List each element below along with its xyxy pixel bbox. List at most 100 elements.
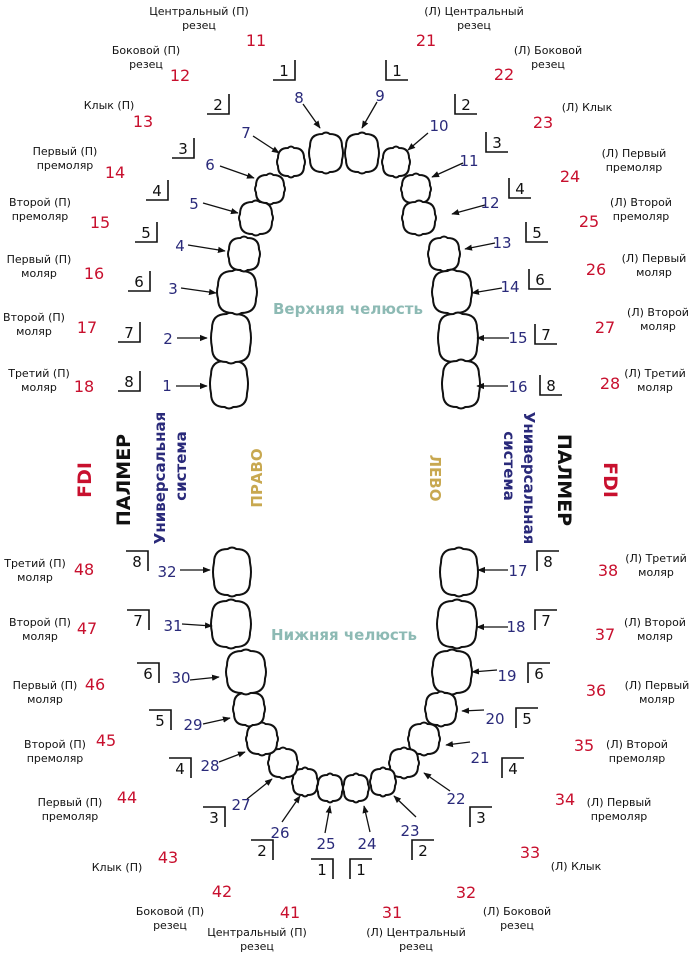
tooth-12-palmer-number: 4 [515,180,525,198]
tooth-23-pointer-arrow [393,795,417,818]
tooth-25-name-line: Центральный (П) [207,926,307,939]
tooth-28-universal-number: 28 [200,757,219,775]
tooth-23-fdi-number: 32 [456,883,476,902]
tooth-8-palmer-number: 1 [279,62,289,80]
tooth-9-pointer-arrow [361,101,378,129]
tooth-26-name-line: Боковой (П) [136,905,204,918]
tooth-6-crown [254,172,286,206]
tooth-28-name: Первый (П)премоляр [38,796,103,823]
tooth-32-palmer-bracket [126,550,149,571]
tooth-26-fdi-number: 42 [212,882,232,901]
tooth-16-name-line: (Л) Третий [624,367,686,380]
tooth-14-name-line: моляр [636,266,672,279]
tooth-27-crown [267,746,299,780]
tooth-20-name-line: премоляр [609,752,666,765]
tooth-14-palmer-bracket [528,269,551,290]
tooth-20-name-line: (Л) Второй [606,738,668,751]
fdi-label-left: FDI [599,462,621,498]
tooth-27-name: Клык (П) [92,861,143,874]
tooth-26-crown [291,766,319,798]
tooth-1-crown [209,358,249,410]
tooth-1-universal-number: 1 [162,377,172,395]
tooth-10-palmer-number: 2 [461,96,471,114]
tooth-2-palmer-bracket [118,322,141,343]
tooth-13-name-line: премоляр [613,210,670,223]
tooth-31-pointer-arrow [181,622,213,629]
tooth-12-name-line: (Л) Первый [602,147,667,160]
tooth-32-crown [212,546,252,598]
tooth-16-fdi-number: 28 [600,374,620,393]
tooth-15-crown [437,311,479,365]
tooth-4-name: Второй (П)премоляр [9,196,71,223]
tooth-11-crown [400,172,432,206]
tooth-30-pointer-arrow [189,674,220,681]
tooth-10-fdi-number: 22 [494,65,514,84]
tooth-30-palmer-bracket [137,662,160,683]
tooth-22-name-line: (Л) Клык [551,860,602,873]
upper-jaw-label: Верхняя челюсть [273,300,423,318]
tooth-15-palmer-number: 7 [541,326,551,344]
universal-label-right-line2: система [172,431,190,501]
tooth-24-crown [342,772,370,804]
tooth-21-palmer-bracket [501,757,524,778]
tooth-3-universal-number: 3 [168,280,178,298]
tooth-8-pointer-arrow [302,103,321,129]
tooth-12-name-line: премоляр [606,161,663,174]
tooth-25-palmer-number: 1 [317,861,327,879]
tooth-7-palmer-bracket [207,94,230,115]
tooth-19-name-line: моляр [639,693,675,706]
tooth-19-crown [431,648,473,696]
tooth-25-crown [316,772,344,804]
tooth-16-palmer-number: 8 [546,377,556,395]
tooth-19-name-line: (Л) Первый [625,679,690,692]
tooth-3-name: Первый (П)моляр [7,253,72,280]
tooth-9-palmer-bracket [385,60,408,81]
tooth-19-fdi-number: 36 [586,681,606,700]
tooth-27-palmer-number: 3 [209,809,219,827]
tooth-25-fdi-number: 41 [280,903,300,922]
tooth-9-crown [344,131,380,175]
tooth-21-crown [407,721,441,757]
tooth-12-fdi-number: 24 [560,167,580,186]
tooth-15-name-line: (Л) Второй [627,306,689,319]
tooth-5-universal-number: 5 [189,195,199,213]
tooth-7-palmer-number: 2 [213,96,223,114]
tooth-25-palmer-bracket [311,858,334,879]
tooth-2-name: Второй (П)моляр [3,311,65,338]
tooth-29-palmer-number: 5 [155,712,165,730]
side-right-label: ПРАВО [248,448,266,507]
tooth-26-name-line: резец [153,919,187,932]
tooth-17-palmer-bracket [536,550,559,571]
tooth-20-palmer-number: 5 [522,710,532,728]
tooth-24-palmer-number: 1 [356,861,366,879]
tooth-1-palmer-number: 8 [124,373,134,391]
tooth-25-universal-number: 25 [316,835,335,853]
tooth-27-fdi-number: 43 [158,848,178,867]
tooth-8-palmer-bracket [273,60,296,81]
tooth-21-palmer-number: 4 [508,760,518,778]
tooth-30-fdi-number: 46 [85,675,105,694]
tooth-6-universal-number: 6 [205,156,215,174]
palmer-label-right: ПАЛМЕР [113,434,135,526]
tooth-2-name-line: Второй (П) [3,311,65,324]
tooth-21-fdi-number: 34 [555,790,575,809]
tooth-30-palmer-number: 6 [143,665,153,683]
tooth-18-crown [436,598,478,650]
tooth-20-pointer-arrow [461,707,485,714]
tooth-24-palmer-bracket [349,858,372,879]
tooth-8-name-line: Центральный (П) [149,5,249,18]
tooth-2-crown [210,311,252,365]
fdi-label-right: FDI [74,462,96,498]
tooth-6-name: Клык (П) [84,99,135,112]
palmer-label-left: ПАЛМЕР [553,434,575,526]
